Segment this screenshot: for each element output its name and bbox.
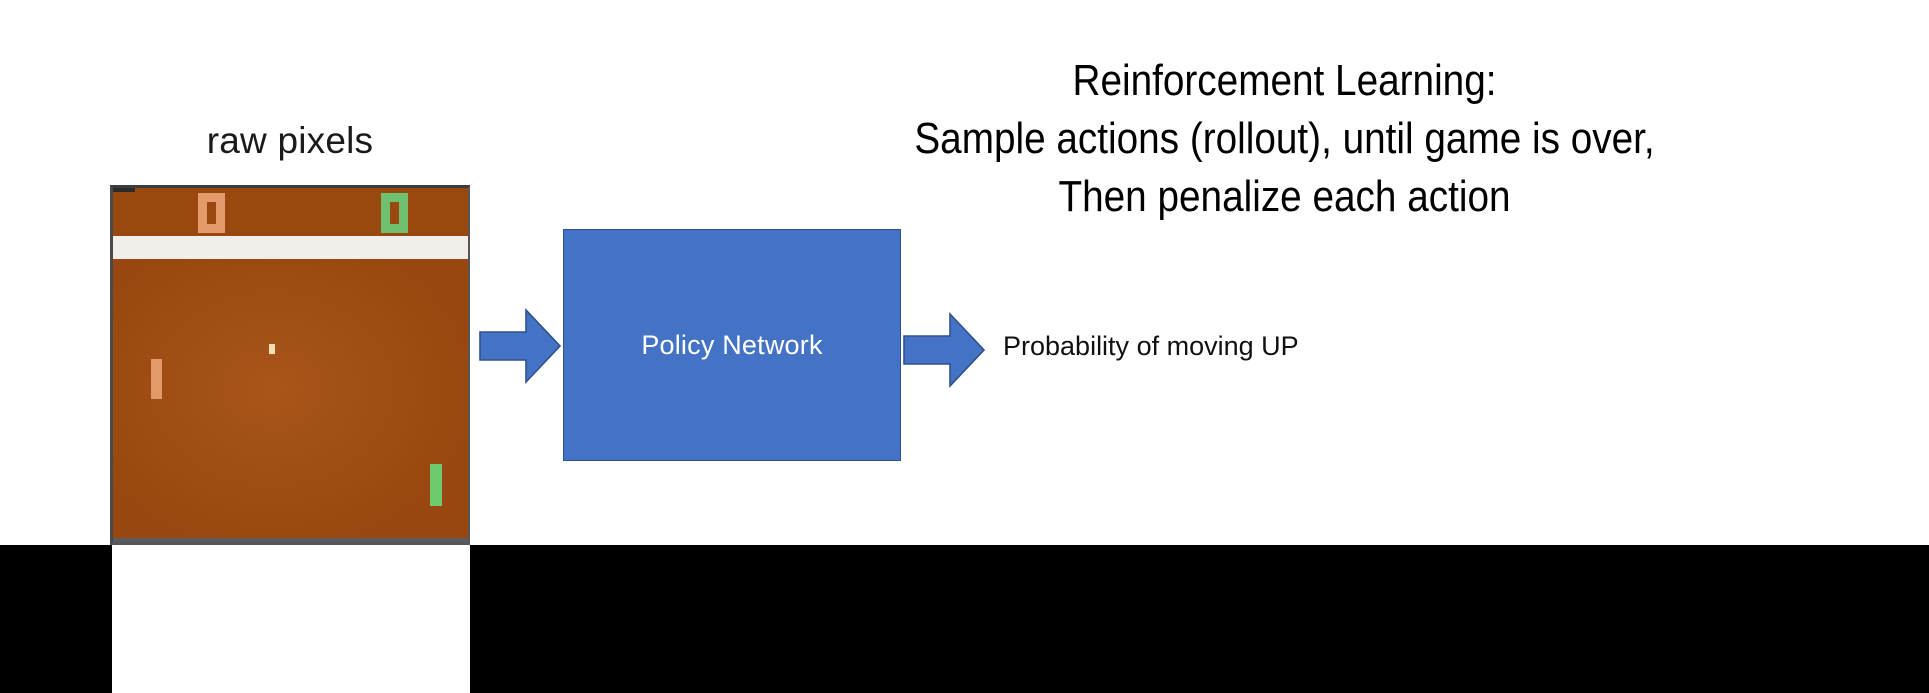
bottom-black-bar-right	[470, 545, 1929, 693]
right-block-arrow-input	[479, 308, 561, 384]
heading-line-2: Sample actions (rollout), until game is …	[914, 114, 1655, 163]
pong-divider-line	[113, 236, 468, 259]
pong-bottom-rail	[113, 538, 468, 542]
bottom-black-bar-left	[0, 545, 112, 693]
slide-heading: Reinforcement Learning: Sample actions (…	[717, 52, 1851, 226]
pong-score-left-digit	[198, 193, 225, 233]
pong-corner-tick	[113, 188, 135, 192]
heading-line-1: Reinforcement Learning:	[1072, 56, 1497, 105]
pong-score-right-digit	[381, 193, 408, 233]
probability-of-moving-up-label: Probability of moving UP	[1003, 331, 1299, 361]
pong-right-paddle	[430, 464, 442, 506]
pong-left-paddle	[151, 359, 162, 399]
pong-ball	[269, 344, 275, 354]
policy-network-box[interactable]: Policy Network	[563, 229, 901, 461]
raw-pixels-caption: raw pixels	[206, 120, 374, 161]
policy-network-label: Policy Network	[641, 329, 823, 360]
pong-game-screenshot	[110, 185, 470, 545]
pong-playing-field	[113, 259, 468, 542]
right-block-arrow-output	[903, 312, 985, 388]
heading-line-3: Then penalize each action	[1058, 172, 1511, 221]
pong-score-band	[113, 188, 468, 236]
